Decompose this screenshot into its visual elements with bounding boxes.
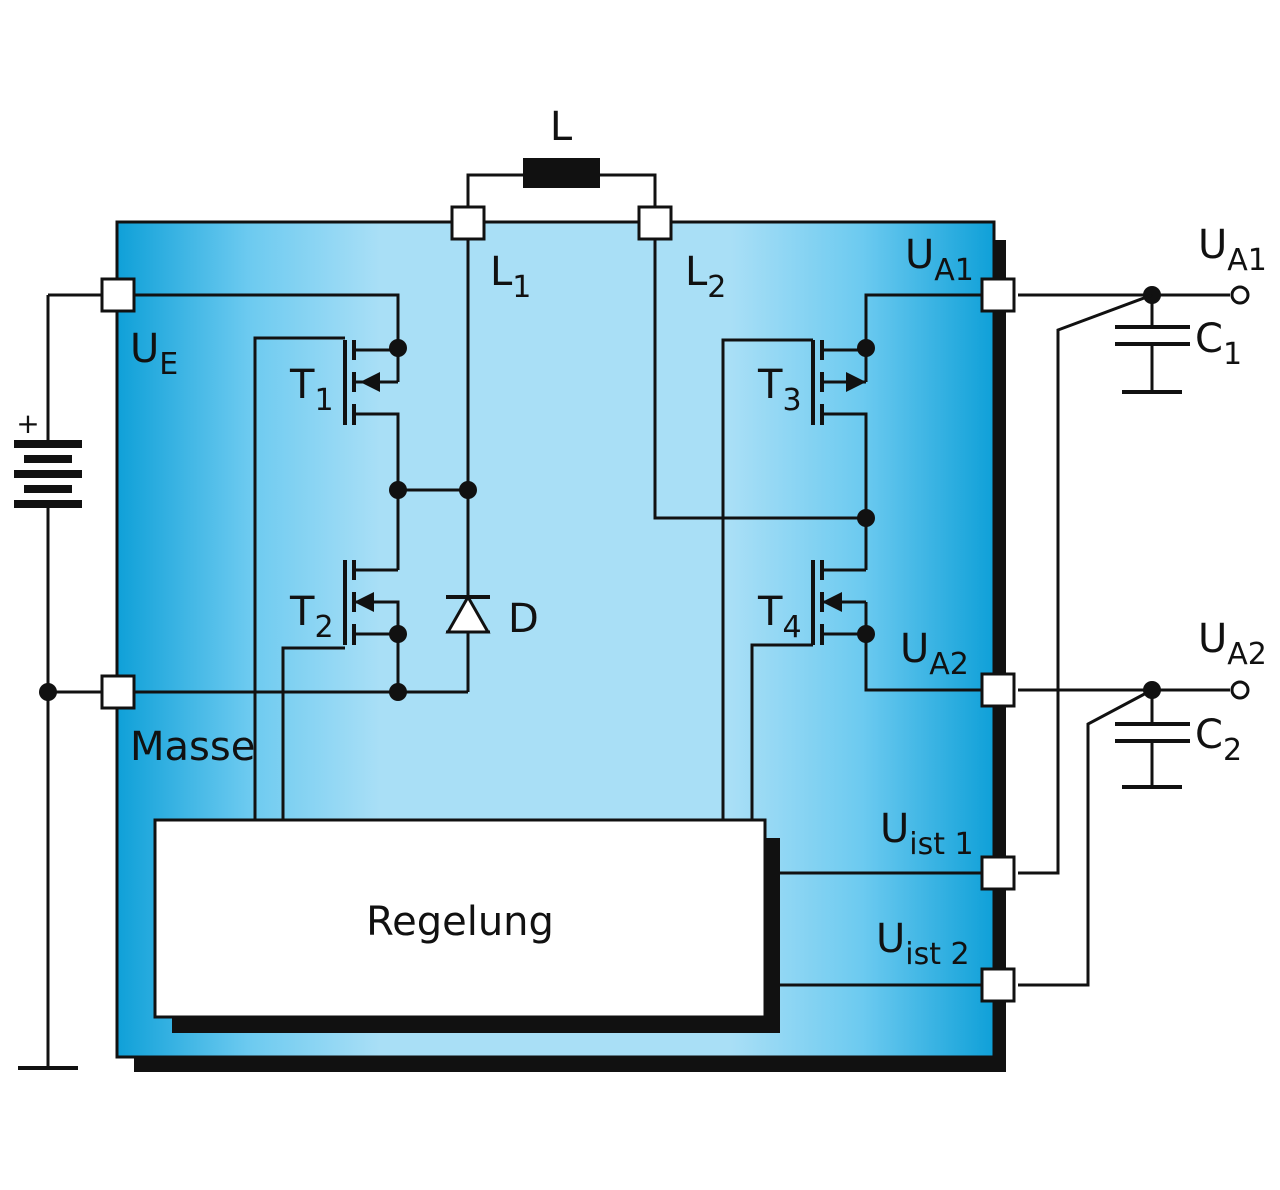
pin-masse [100,674,136,710]
diode-label: D [508,596,539,642]
left-half-bridge [117,222,491,820]
right-half-bridge [653,222,994,820]
c1-label: C1 [1195,316,1242,372]
inductor-body [523,158,600,188]
battery-plus-label: + [16,407,39,440]
l1-label: L1 [490,249,531,305]
ua2-outer-label: UA2 [1198,616,1267,672]
masse-label: Masse [130,724,255,770]
ua2-inner-label: UA2 [900,626,969,682]
pin-l2 [637,205,673,241]
uist1-label: Uist 1 [880,806,974,862]
output-stage [1018,285,1250,987]
battery [14,293,117,1070]
c2-label: C2 [1195,712,1242,768]
ua1-outer-label: UA1 [1198,222,1267,278]
t2-label: T2 [289,589,334,645]
pin-uist2 [980,967,1016,1003]
pin-ua2 [980,672,1016,708]
ua1-inner-label: UA1 [905,232,974,288]
pin-uist1 [980,855,1016,891]
pin-ua1 [980,277,1016,313]
regelung-label: Regelung [366,899,554,945]
l2-label: L2 [685,249,726,305]
t3-label: T3 [757,362,802,418]
uist2-label: Uist 2 [876,916,970,972]
t1-label: T1 [289,362,334,418]
pin-l1 [450,205,486,241]
inductor [466,158,657,222]
ue-label: UE [130,326,178,382]
regelung-block [153,818,767,1019]
t4-label: T4 [757,589,802,645]
inductor-label: L [550,104,573,150]
pin-ue [100,277,136,313]
